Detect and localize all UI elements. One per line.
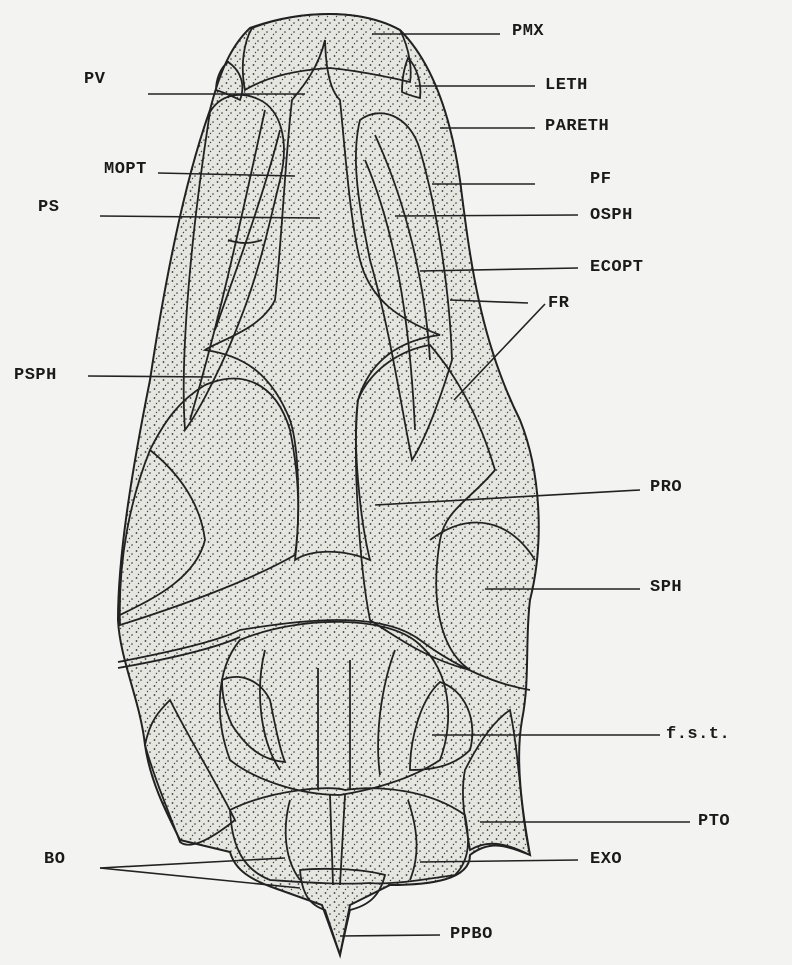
label-sph: SPH (650, 578, 682, 597)
label-pmx: PMX (512, 22, 544, 41)
label-mopt: MOPT (104, 160, 147, 179)
label-ppbo: PPBO (450, 925, 493, 944)
label-fst: f.s.t. (666, 725, 730, 744)
label-exo: EXO (590, 850, 622, 869)
skull-outline (118, 14, 539, 955)
label-bo: BO (44, 850, 65, 869)
label-pf: PF (590, 170, 611, 189)
label-pv: PV (84, 70, 105, 89)
label-ps: PS (38, 198, 59, 217)
label-pto: PTO (698, 812, 730, 831)
label-fr: FR (548, 294, 569, 313)
label-pro: PRO (650, 478, 682, 497)
label-leth: LETH (545, 76, 588, 95)
label-pareth: PARETH (545, 117, 609, 136)
label-ecopt: ECOPT (590, 258, 644, 277)
label-psph: PSPH (14, 366, 57, 385)
label-osph: OSPH (590, 206, 633, 225)
